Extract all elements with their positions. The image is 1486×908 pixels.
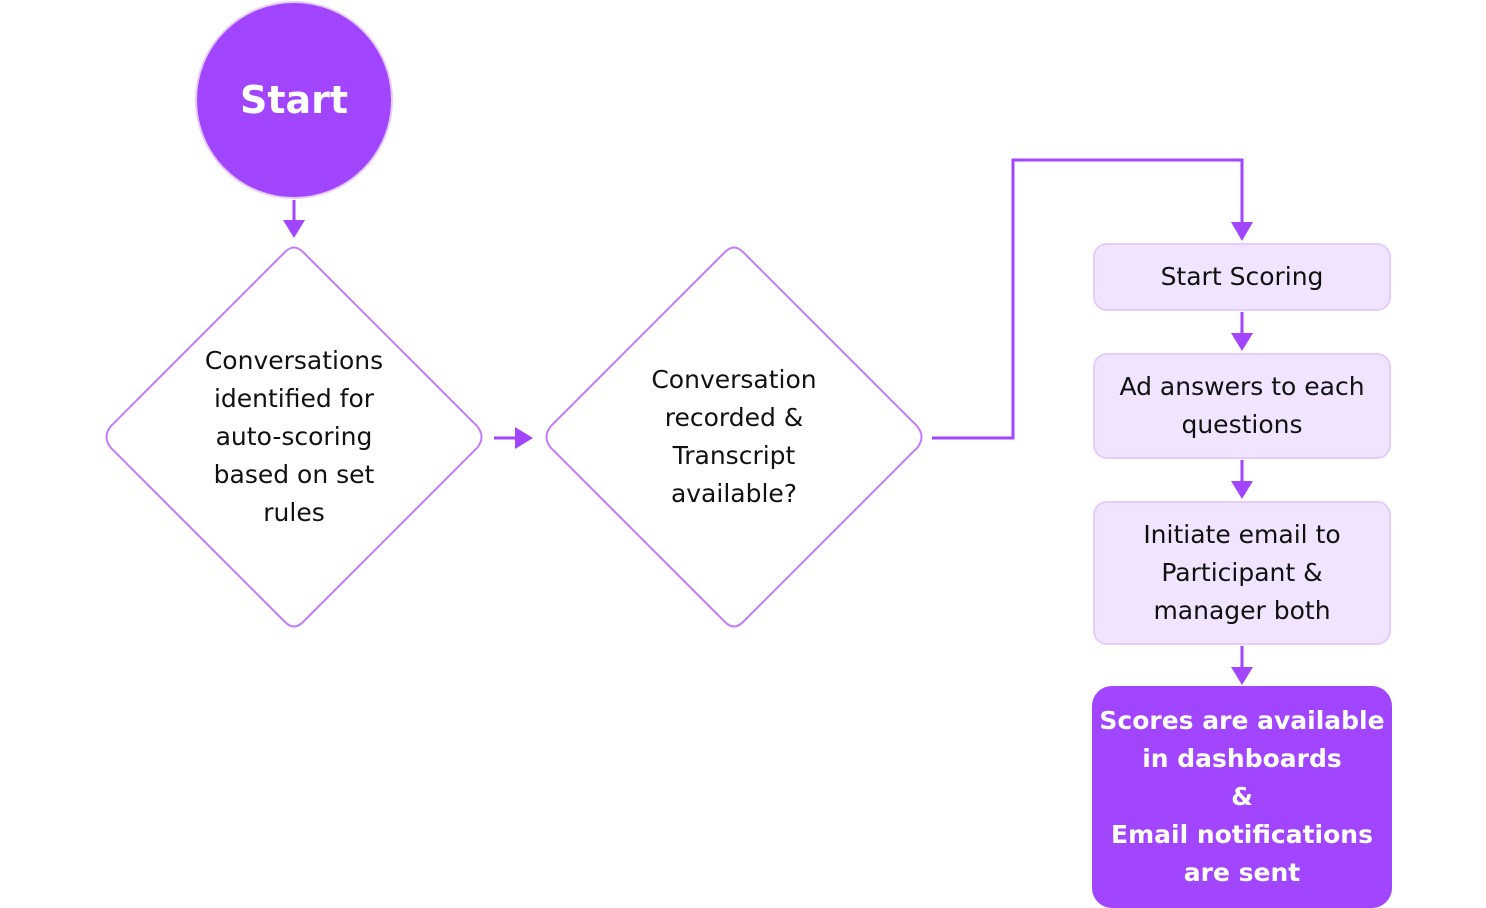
recorded-text: Conversation recorded & Transcript avail… [614,361,854,513]
email-text: Initiate email to Participant & manager … [1093,501,1391,645]
identify-line: rules [263,498,325,527]
final-line: Scores are available [1099,706,1385,735]
start-scoring-text: Start Scoring [1093,243,1391,311]
identify-line: Conversations [204,346,384,375]
answers-text: Ad answers to each questions [1093,353,1391,459]
arrow-identify-to-recorded [494,427,533,449]
start-scoring-line: Start Scoring [1160,262,1324,291]
final-box [1092,686,1392,908]
identify-line: based on set [213,460,375,489]
arrow-start-to-identify [283,200,305,238]
arrow-recorded-to-scoring [932,158,1253,440]
final-line: & [1231,782,1253,811]
final-line: in dashboards [1142,744,1342,773]
recorded-line: Conversation [651,365,817,394]
email-line: Participant & [1161,558,1323,587]
final-text: Scores are available in dashboards & Ema… [1092,686,1392,908]
start-scoring-box [1093,243,1391,311]
recorded-line: Transcript [672,441,796,470]
email-box [1093,501,1391,645]
recorded-line: available? [670,479,798,508]
identify-line: identified for [213,384,375,413]
start-node [195,1,393,199]
recorded-decision-node [545,246,923,628]
identify-decision-node [105,246,483,628]
arrow-scoring-to-answers [1231,312,1253,351]
arrow-answers-to-email [1231,460,1253,499]
arrow-email-to-final [1231,646,1253,685]
identify-text: Conversations identified for auto-scorin… [174,342,414,532]
recorded-line: recorded & [664,403,804,432]
final-line: are sent [1183,858,1301,887]
email-line: Initiate email to [1143,520,1341,549]
start-label: Start [239,78,349,122]
answers-line: Ad answers to each [1119,372,1365,401]
email-line: manager both [1153,596,1331,625]
identify-line: auto-scoring [215,422,373,451]
final-line: Email notifications [1111,820,1373,849]
answers-line: questions [1181,410,1303,439]
answers-box [1093,353,1391,459]
